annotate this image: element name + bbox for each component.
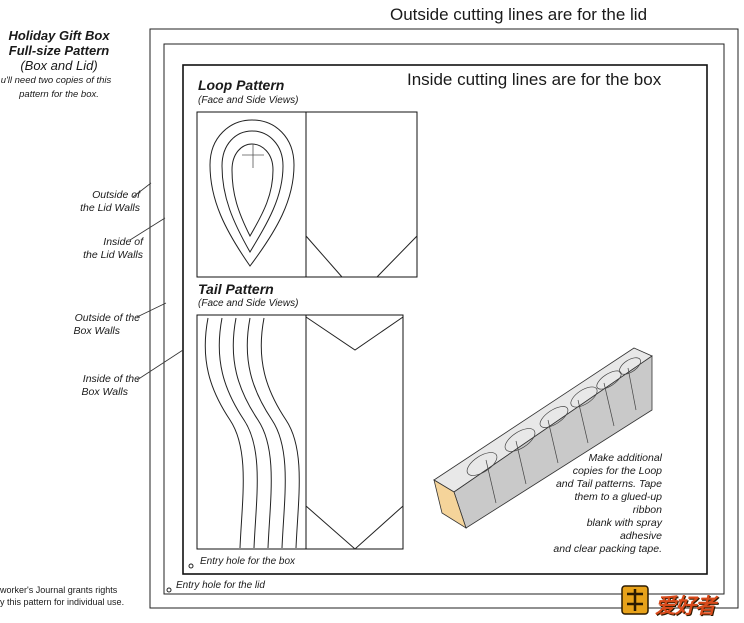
label-inside-lid-walls-l2: the Lid Walls (83, 249, 143, 261)
instruction-note-l1: Make additional (588, 452, 662, 464)
tail-pattern-title: Tail Pattern (198, 281, 274, 297)
pattern-title: Holiday Gift Box (8, 28, 110, 43)
tail-face-box (196, 314, 307, 550)
copyright-footer-l1: worker's Journal grants rights (0, 585, 118, 595)
copyright-footer-l2: y this pattern for individual use. (0, 597, 125, 607)
label-outside-box-walls: Outside of the Box Walls (0, 312, 141, 338)
label-inside-lid-walls-l1: Inside of (103, 236, 143, 248)
instruction-note-l3: and Tail patterns. Tape (555, 478, 662, 490)
loop-pattern-title: Loop Pattern (198, 77, 285, 93)
ribbon-blank-illustration (433, 347, 653, 529)
box-cut-line (182, 64, 708, 575)
tail-side-bottom-notch (305, 505, 404, 550)
label-outside-lid-walls-l2: the Lid Walls (80, 202, 140, 214)
pattern-note-line1: u'll need two copies of this (0, 75, 112, 86)
logo-text: 爱好者 (655, 595, 716, 618)
label-outside-box-walls-l2: Box Walls (73, 325, 121, 337)
entry-hole-lid-marker (166, 587, 172, 593)
logo-emblem (621, 585, 649, 615)
tail-side-top-notch (305, 316, 404, 351)
lid-cut-outer (149, 28, 739, 609)
loop-outer-outline (209, 119, 295, 267)
inside-cutting-heading: Inside cutting lines are for the box (407, 70, 662, 89)
label-outside-lid-walls-l1: Outside of (92, 189, 140, 201)
loop-side-right (376, 235, 418, 278)
label-inside-box-walls-l2: Box Walls (81, 386, 129, 398)
label-inside-box-walls-l1: Inside of the (82, 373, 140, 385)
entry-hole-box-marker (188, 563, 194, 569)
pattern-subtitle: Full-size Pattern (8, 43, 110, 58)
loop-inner-outline (231, 143, 274, 238)
leader-lines (129, 182, 184, 381)
label-inside-box-walls: Inside of the Box Walls (0, 373, 141, 399)
copyright-footer: worker's Journal grants rights y this pa… (0, 584, 124, 608)
instruction-note-l2: copies for the Loop (572, 465, 662, 477)
pattern-scope: (Box and Lid) (20, 58, 98, 73)
loop-pattern-subtitle: (Face and Side Views) (198, 95, 299, 106)
loop-side-box (305, 111, 418, 278)
outside-cutting-heading: Outside cutting lines are for the lid (390, 5, 648, 24)
entry-hole-box-label: Entry hole for the box (200, 556, 296, 567)
label-outside-box-walls-l1: Outside of the (74, 312, 140, 324)
lid-cut-inner (163, 43, 725, 595)
label-inside-lid-walls: Inside of the Lid Walls (3, 236, 143, 262)
tail-pattern-subtitle: (Face and Side Views) (198, 298, 299, 309)
pattern-note-line2: pattern for the box. (19, 89, 99, 100)
instruction-note: Make additional copies for the Loop and … (550, 452, 662, 556)
tail-wavy-lines (204, 317, 300, 549)
instruction-note-l6: and clear packing tape. (553, 543, 662, 555)
label-outside-lid-walls: Outside of the Lid Walls (0, 189, 140, 215)
entry-hole-lid-label: Entry hole for the lid (176, 580, 265, 591)
instruction-note-l5: blank with spray adhesive (586, 517, 662, 542)
pattern-title-block: Holiday Gift Box Full-size Pattern (Box … (0, 28, 118, 101)
instruction-note-l4: them to a glued-up ribbon (574, 491, 662, 516)
loop-side-left (305, 235, 343, 278)
loop-middle-outline (221, 130, 284, 253)
